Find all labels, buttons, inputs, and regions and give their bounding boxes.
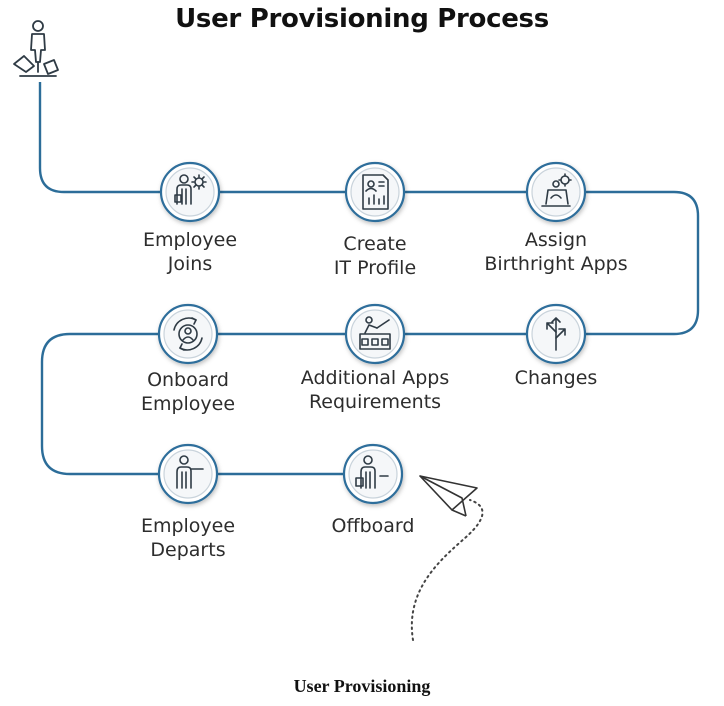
process-step-node	[157, 443, 219, 505]
step-label-line2: IT Profile	[333, 257, 417, 279]
step-label-line2: Departs	[150, 539, 226, 561]
diverging-arrows-icon	[546, 317, 566, 351]
step-label: Changes	[466, 366, 646, 390]
step-label-line1: Create	[343, 233, 407, 255]
step-label-line1: Offboard	[331, 515, 415, 537]
process-step-node	[525, 161, 587, 223]
step-label-line1: Additional Apps	[300, 367, 450, 389]
step-label-line2: Employee	[140, 393, 236, 415]
step-label-line2: Birthright Apps	[484, 253, 628, 275]
step-label-line1: Employee	[142, 229, 238, 251]
step-label-line1: Onboard	[147, 369, 229, 391]
step-label: Offboard	[283, 514, 463, 538]
step-label-line2: Requirements	[308, 391, 442, 413]
step-label-line1: Changes	[514, 367, 598, 389]
profile-document-icon	[362, 174, 389, 210]
paper-plane-icon	[419, 475, 478, 517]
laptop-user-gear-icon	[541, 173, 572, 207]
process-path	[38, 82, 700, 476]
dotted-trail	[410, 499, 484, 641]
user-cycle-icon	[173, 317, 203, 351]
process-step-node	[525, 303, 587, 365]
page-title: User Provisioning Process	[175, 4, 549, 34]
process-step-node	[344, 161, 406, 223]
person-leaving-icon	[355, 455, 389, 489]
process-step-node	[342, 443, 404, 505]
process-step-node	[159, 161, 221, 223]
person-gear-icon	[174, 174, 207, 205]
step-label-line2: Joins	[167, 253, 213, 275]
step-label-line1: Employee	[140, 515, 236, 537]
step-label-line1: Assign	[524, 229, 588, 251]
process-step-node	[344, 303, 406, 365]
figure-caption: User Provisioning	[293, 676, 431, 696]
process-step-node	[157, 303, 219, 365]
checklist-board-icon	[359, 316, 391, 350]
person-pointing-icon	[176, 455, 204, 489]
walking-person-icon	[13, 20, 59, 77]
